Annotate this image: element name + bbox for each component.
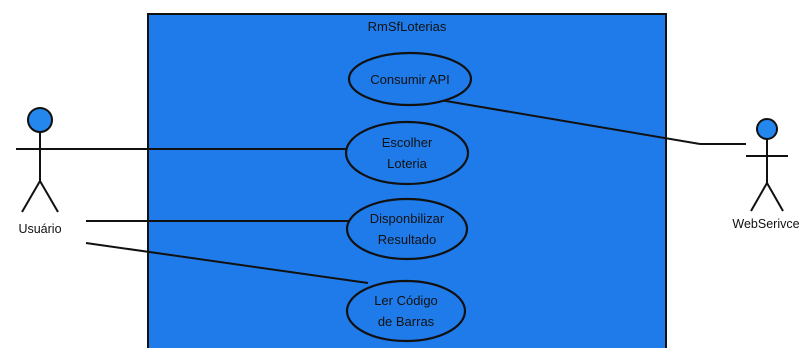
association-webservice-consumir-api [439, 99, 701, 145]
actor-label: WebSerivce [732, 217, 799, 231]
actor-label: Usuário [18, 222, 61, 236]
use-case-ler-codigo-barras: Ler Código de Barras [345, 279, 467, 343]
use-case-label-line-2: Resultado [378, 232, 437, 247]
actor-head-icon [27, 107, 53, 133]
actor-usuario: Usuário [16, 107, 66, 236]
use-case-label-line-1: Escolher [382, 135, 433, 150]
use-case-label-line-2: de Barras [378, 314, 435, 329]
actor-right-leg [766, 182, 784, 212]
use-case-escolher-loteria: Escolher Loteria [344, 120, 470, 186]
use-case-ellipse [347, 51, 473, 107]
actor-left-leg [750, 182, 768, 212]
actor-webservice: WebSerivce [732, 118, 800, 231]
system-title: RmSfLoterias [368, 19, 447, 34]
actor-head-icon [756, 118, 778, 140]
use-case-label-line-2: Loteria [387, 156, 428, 171]
use-case-label-line-1: Disponbilizar [370, 211, 445, 226]
use-case-label: Consumir API [370, 72, 449, 87]
use-case-disponibilizar-resultado: Disponbilizar Resultado [345, 197, 469, 261]
association-usuario-ler-codigo-barras [85, 242, 369, 284]
use-case-label-line-1: Ler Código [374, 293, 438, 308]
use-case-ellipse [344, 120, 470, 186]
actor-left-leg [21, 180, 41, 213]
use-case-consumir-api: Consumir API [347, 51, 473, 107]
use-case-ellipse [345, 197, 469, 261]
actor-right-leg [39, 180, 59, 213]
use-case-ellipse [345, 279, 467, 343]
